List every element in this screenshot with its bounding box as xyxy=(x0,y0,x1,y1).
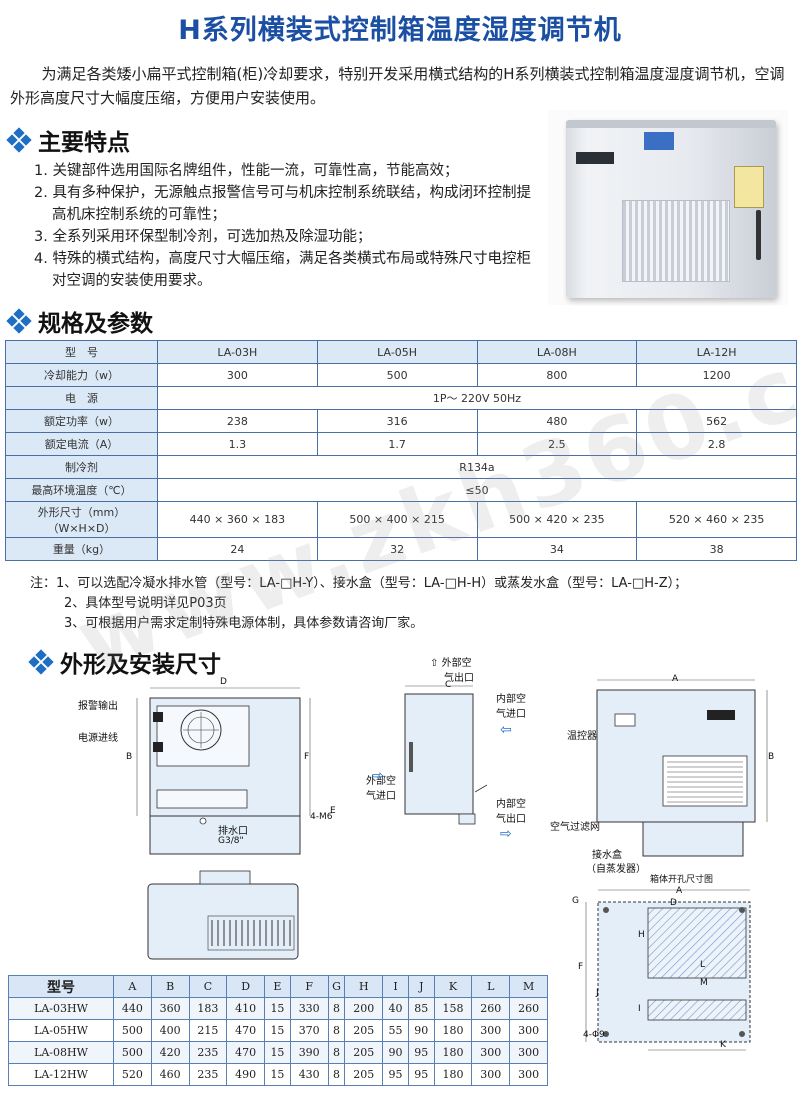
diamond-bullet-icon xyxy=(28,649,54,675)
dim-b-label: B xyxy=(126,752,133,762)
front-view-drawing xyxy=(125,680,345,860)
table-row: 额定电流（A） 1.3 1.7 2.5 2.8 xyxy=(5,432,797,456)
feature-item: 1. 关键部件选用国际名牌组件，性能一流，可靠性高，节能高效； xyxy=(34,163,459,179)
water-box-label: 接水盒 xyxy=(592,850,622,861)
brand-logo xyxy=(644,132,674,150)
dim-a-label: A xyxy=(676,886,683,896)
drain-port-label: 排水口 xyxy=(218,826,248,837)
diamond-bullet-icon xyxy=(6,308,32,334)
feature-item: 3. 全系列采用环保型制冷剂，可选加热及除湿功能； xyxy=(34,229,372,245)
table-row: 额定功率（w） 238 316 480 562 xyxy=(5,409,797,433)
air-grille xyxy=(622,200,730,282)
up-arrow-icon: ⇧ xyxy=(430,658,439,669)
top-view-drawing xyxy=(140,866,310,966)
evaporator-label: （自蒸发器） xyxy=(586,864,646,875)
table-row: 最高环境温度（℃） ≤50 xyxy=(5,478,797,502)
alarm-output-label: 报警输出 xyxy=(78,701,118,712)
feature-item: 4. 特殊的横式结构，高度尺寸大幅压缩，满足各类横式布局或特殊尺寸电控柜对空调的… xyxy=(34,251,531,289)
hole-label: 4-Φ9 xyxy=(583,1030,605,1040)
dim-a-label: A xyxy=(672,674,679,684)
air-filter-label: 空气过滤网 xyxy=(550,822,600,833)
dim-i-label: I xyxy=(638,1004,641,1014)
dim-k-label: K xyxy=(720,1040,726,1050)
install-heading: 外形及安装尺寸 xyxy=(28,645,221,679)
spec-table: 型 号 LA-03H LA-05H LA-08H LA-12H 冷却能力（w） … xyxy=(5,340,797,561)
dim-e-label: E xyxy=(330,806,336,816)
controller-display xyxy=(576,152,614,164)
dim-f-label: F xyxy=(578,962,584,972)
table-row: 型 号 LA-03H LA-05H LA-08H LA-12H xyxy=(5,340,797,364)
inner-air-inlet-label: 内部空 气进口 xyxy=(496,694,526,720)
features-heading: 主要特点 xyxy=(6,123,130,157)
page-title: H系列横装式控制箱温度湿度调节机 xyxy=(178,15,622,46)
dim-h-label: H xyxy=(638,930,645,940)
dim-g-label: G xyxy=(572,896,579,906)
thermostat-label: 温控器 xyxy=(567,731,597,742)
mount-holes-label: 4-M6 xyxy=(310,812,333,822)
power-inlet-label: 电源进线 xyxy=(78,733,118,744)
table-row: 外形尺寸（mm） （W×H×D） 440 × 360 × 183 500 × 4… xyxy=(5,501,797,538)
dim-c-label: C xyxy=(445,680,452,690)
feature-list: 1. 关键部件选用国际名牌组件，性能一流，可靠性高，节能高效； 2. 具有多种保… xyxy=(34,160,534,292)
dimension-table: 型号 A B C D E F G H I J K L M LA-03HW 440… xyxy=(8,975,548,1086)
table-row: 制冷剂 R134a xyxy=(5,455,797,479)
table-row: LA-05HW 500 400 215 470 15 370 8 205 55 … xyxy=(8,1019,548,1042)
air-conditioner-unit xyxy=(566,120,776,298)
product-photo xyxy=(548,110,788,305)
rear-view-drawing xyxy=(585,672,785,862)
intro-paragraph: 为满足各类矮小扁平式控制箱(柜)冷却要求，特别开发采用横式结构的H系列横装式控制… xyxy=(10,65,785,107)
inner-air-outlet-label: 内部空 气出口 xyxy=(496,799,526,825)
side-view-drawing xyxy=(395,680,505,840)
dim-d-label: D xyxy=(670,898,677,908)
notes: 注：1、可以选配冷凝水排水管（型号：LA-□H-Y）、接水盒（型号：LA-□H-… xyxy=(30,576,688,631)
dim-d-label: D xyxy=(220,677,227,687)
diamond-bullet-icon xyxy=(6,127,32,153)
table-row: LA-08HW 500 420 235 470 15 390 8 205 90 … xyxy=(8,1041,548,1064)
cutout-drawing xyxy=(570,882,780,1062)
table-row: LA-12HW 520 460 235 490 15 430 8 205 95 … xyxy=(8,1063,548,1086)
nameplate-label xyxy=(734,166,764,208)
table-row: LA-03HW 440 360 183 410 15 330 8 200 40 … xyxy=(8,997,548,1020)
dim-j-label: J xyxy=(596,988,599,998)
right-arrow-icon: ⇨ xyxy=(372,768,384,784)
outer-air-outlet-label: ⇧ 外部空 气出口 xyxy=(430,658,474,684)
drain-spec-label: G3/8" xyxy=(218,836,244,846)
table-row: 型号 A B C D E F G H I J K L M xyxy=(8,975,548,998)
feature-item: 2. 具有多种保护，无源触点报警信号可与机床控制系统联结，构成闭环控制提高机床控… xyxy=(34,185,531,223)
cutout-title: 箱体开孔尺寸图 xyxy=(650,875,714,885)
outer-air-inlet-label: 外部空 气进口 xyxy=(366,776,396,802)
table-row: 电 源 1P～ 220V 50Hz xyxy=(5,386,797,410)
dim-m-label: M xyxy=(700,978,708,988)
handle xyxy=(756,210,761,260)
dim-l-label: L xyxy=(700,960,706,970)
right-arrow-icon: ⇨ xyxy=(500,826,512,842)
dim-b-label: B xyxy=(768,752,775,762)
table-row: 冷却能力（w） 300 500 800 1200 xyxy=(5,363,797,387)
table-row: 重量（kg） 24 32 34 38 xyxy=(5,537,797,561)
specs-heading: 规格及参数 xyxy=(6,304,153,338)
dim-f-label: F xyxy=(304,752,310,762)
left-arrow-icon: ⇦ xyxy=(500,722,512,738)
